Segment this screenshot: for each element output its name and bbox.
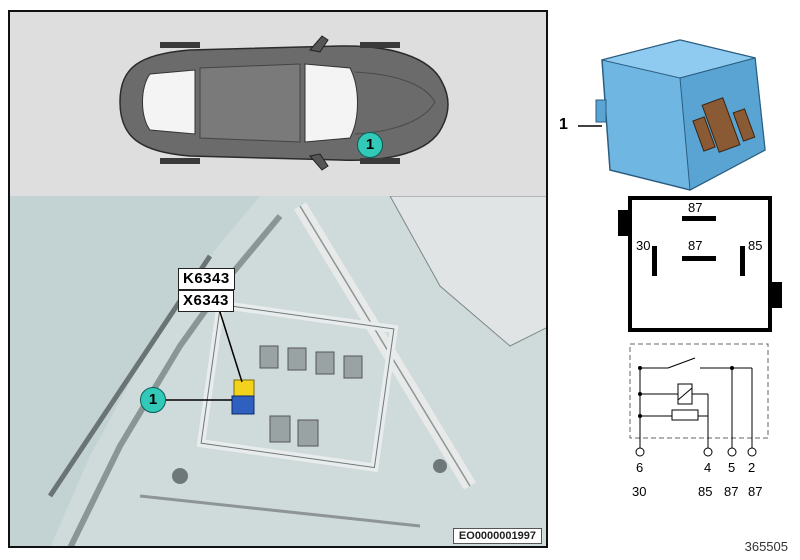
engine-bay-illustration xyxy=(10,195,546,546)
car-location-callout: 1 xyxy=(357,132,383,158)
reference-number: 365505 xyxy=(744,539,788,554)
terminal-30-label: 30 xyxy=(636,238,650,253)
relay-part-image xyxy=(578,39,766,191)
terminal-87-middle-label: 87 xyxy=(688,238,702,253)
terminal-87-middle xyxy=(682,256,716,261)
engine-bay-view: K6343 X6343 1 EO0000001997 xyxy=(10,195,546,546)
terminal-87-top-label: 87 xyxy=(688,200,702,215)
terminal-85 xyxy=(740,246,745,276)
terminal-87-top xyxy=(682,216,716,221)
relay-location-callout: 1 xyxy=(140,387,166,413)
illustration-frame: 1 xyxy=(8,10,548,548)
connector-label-x6343: X6343 xyxy=(178,290,234,312)
pin-label: 2 xyxy=(748,460,755,475)
car-top-illustration xyxy=(119,35,449,171)
pin-label: 4 xyxy=(704,460,711,475)
terminal-label: 85 xyxy=(698,484,712,499)
terminal-85-label: 85 xyxy=(748,238,762,253)
relay-label-k6343: K6343 xyxy=(178,268,235,290)
terminal-30 xyxy=(652,246,657,276)
terminal-label: 30 xyxy=(632,484,646,499)
pin-label: 6 xyxy=(636,460,643,475)
terminal-label: 87 xyxy=(748,484,762,499)
vehicle-top-view: 1 xyxy=(10,12,546,196)
part-number: 1 xyxy=(559,116,568,133)
illustration-code: EO0000001997 xyxy=(452,528,542,544)
relay-schematic: 6 4 5 2 30 85 87 87 xyxy=(629,343,769,499)
relay-terminal-diagram: 87 87 30 85 xyxy=(618,196,782,332)
terminal-label: 87 xyxy=(724,484,738,499)
pin-label: 5 xyxy=(728,460,735,475)
